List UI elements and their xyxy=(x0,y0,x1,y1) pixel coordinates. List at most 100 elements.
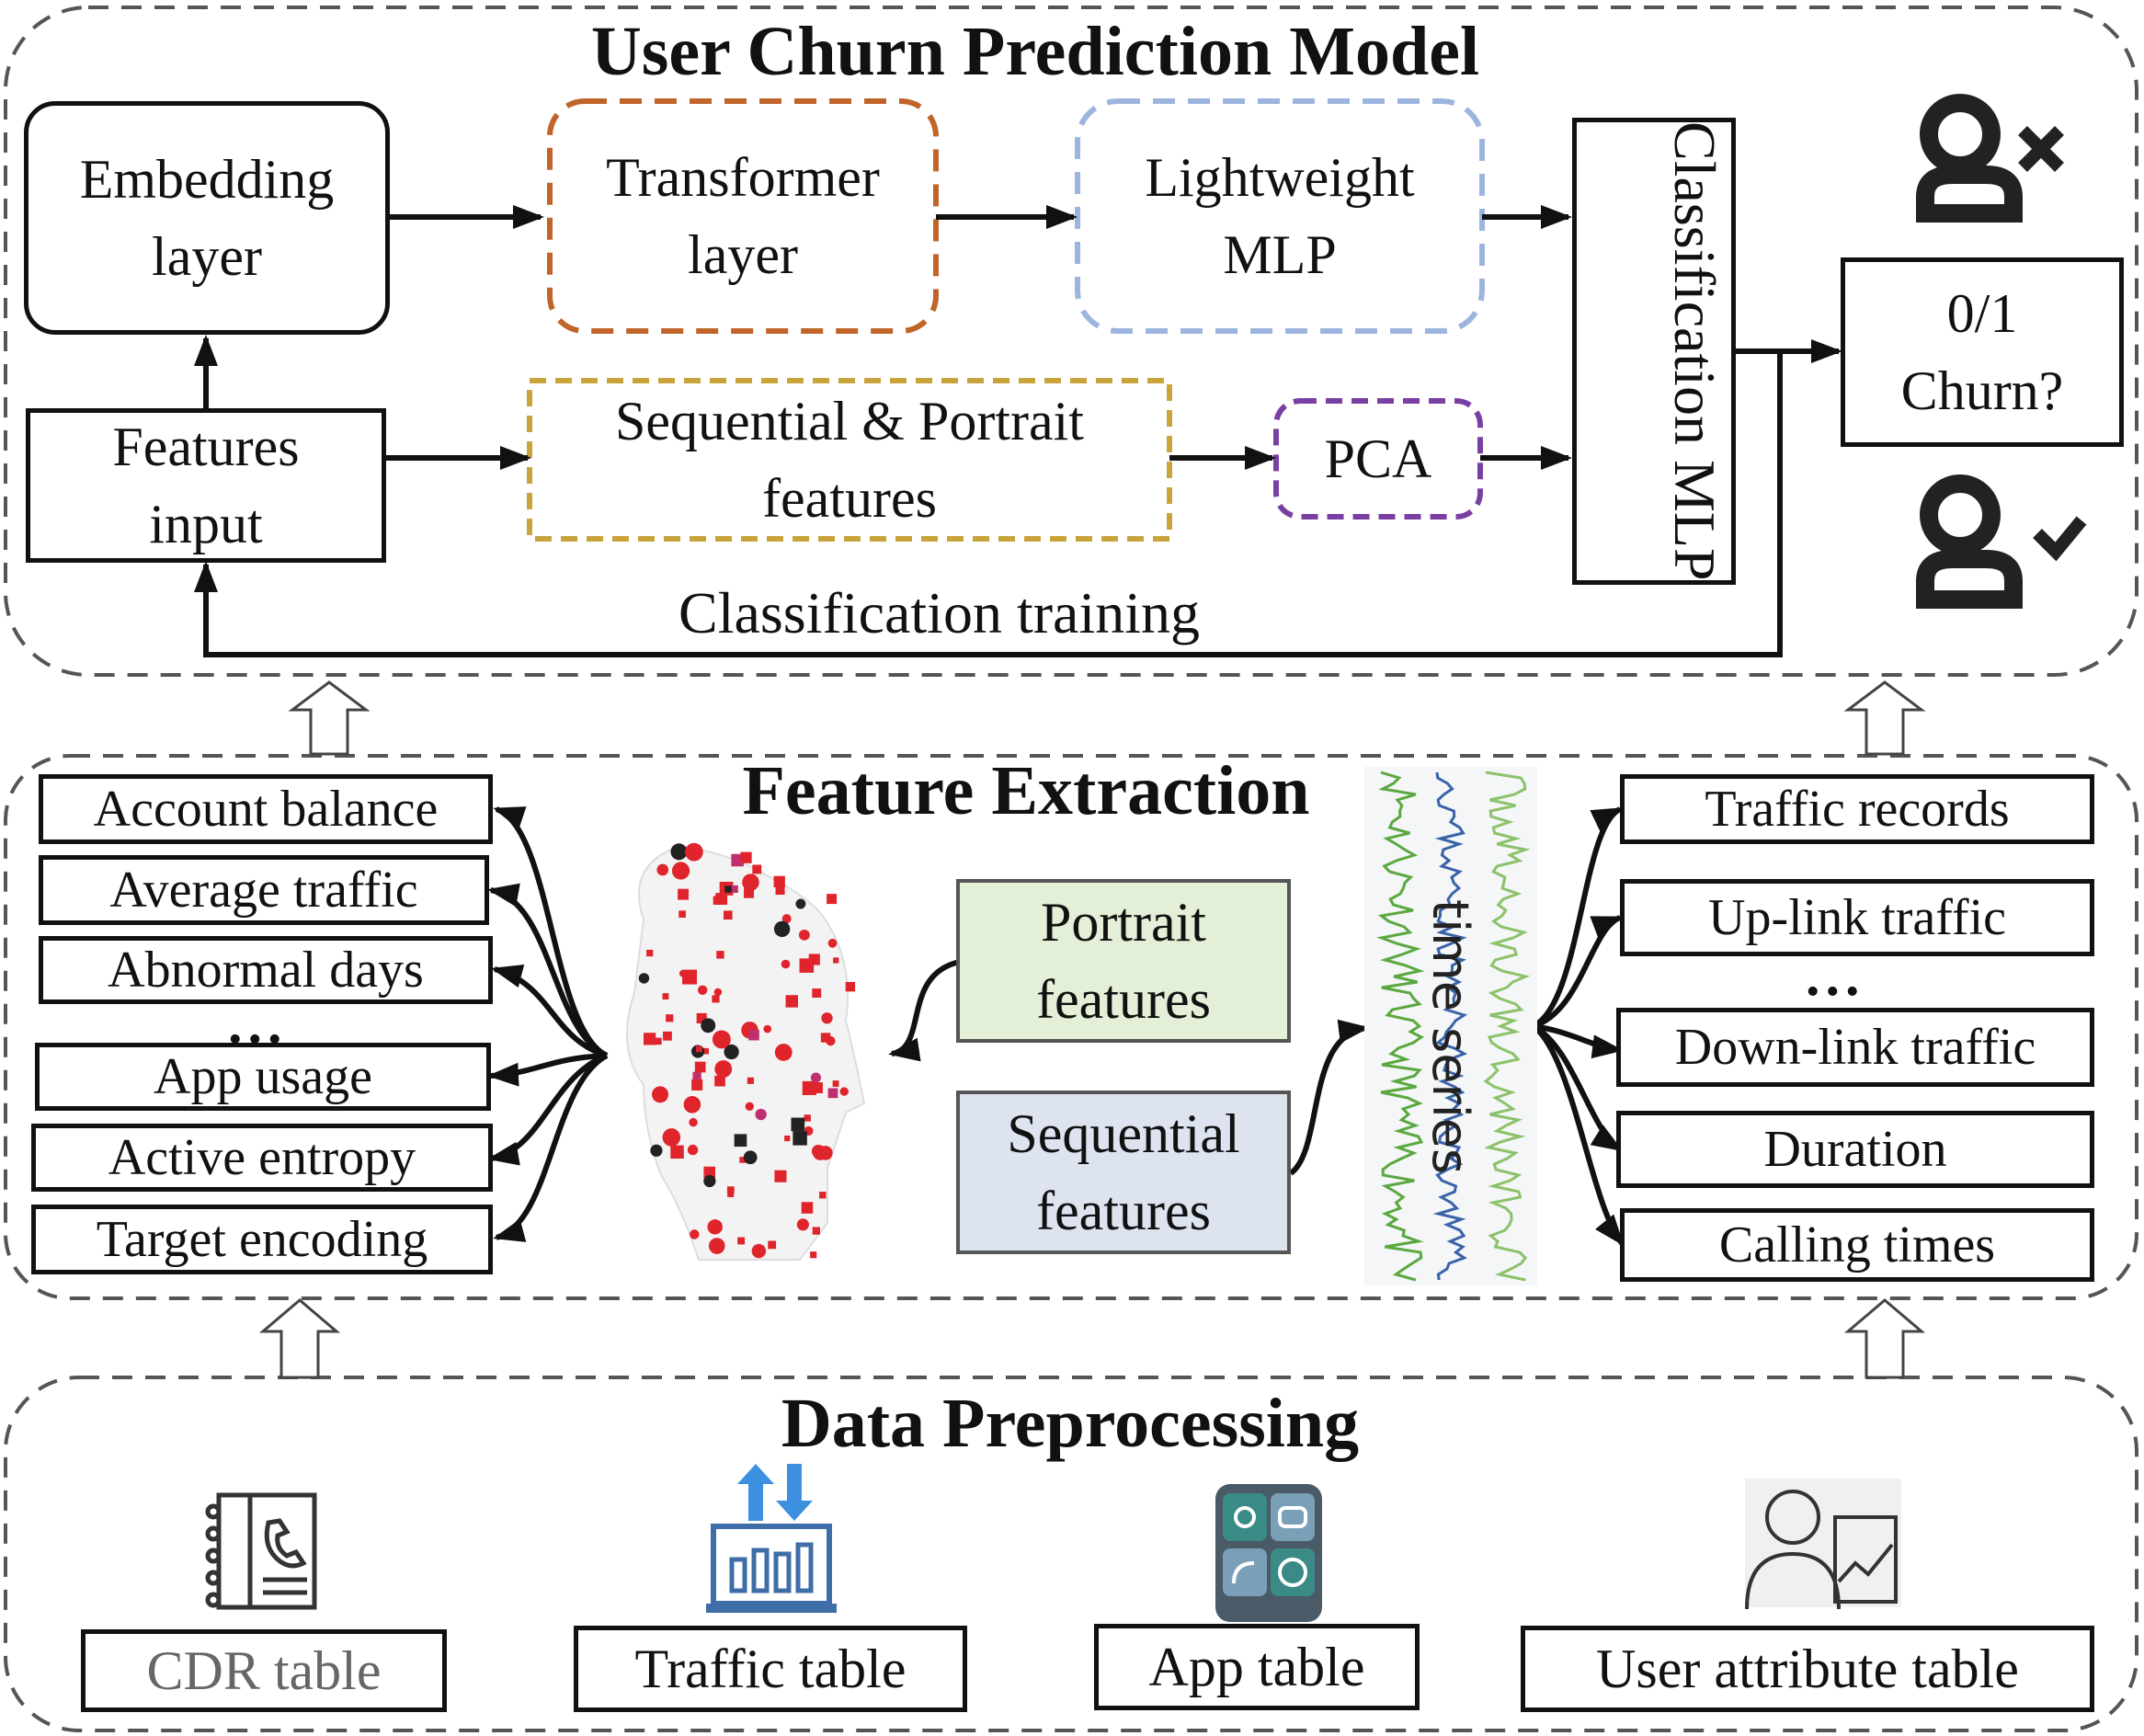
head-icon-glyph xyxy=(712,1030,731,1049)
traffic-table-label: Traffic table xyxy=(634,1639,907,1699)
head-icon-glyph xyxy=(827,894,838,905)
head-icon-glyph xyxy=(727,1191,735,1197)
fan-arrow-r5 xyxy=(1532,1023,1625,1247)
fan-arrow-5 xyxy=(487,1053,609,1166)
embedding-layer-box: Embedding layer xyxy=(24,101,390,335)
extraction-section xyxy=(4,754,2138,1300)
head-icon-glyph xyxy=(662,993,669,999)
seq-portrait-box-border xyxy=(527,378,1172,542)
head-icon-glyph xyxy=(694,1061,706,1073)
head-icon-glyph xyxy=(655,1037,662,1045)
classification-mlp-box: Classification MLP xyxy=(1572,118,1736,585)
head-icon-glyph xyxy=(713,988,723,997)
sequential-ellipsis: ... xyxy=(1806,945,1865,1008)
portrait-feature-item: App usage xyxy=(35,1043,491,1111)
classification-training-label: Classification training xyxy=(679,580,1200,645)
head-icon-glyph xyxy=(652,1086,669,1103)
head-icon-glyph xyxy=(820,1033,831,1043)
hollow-arrow-up-right-2 xyxy=(1843,1298,1926,1379)
head-icon-glyph xyxy=(812,1227,820,1235)
head-icon-glyph xyxy=(670,1145,684,1159)
portrait-ellipsis: ... xyxy=(228,993,288,1056)
sequential-feature-label: Down-link traffic xyxy=(1674,1019,2036,1076)
head-icon-glyph xyxy=(663,1031,672,1041)
head-icon-glyph xyxy=(845,981,856,992)
portrait-feature-label: Average traffic xyxy=(109,862,418,919)
head-icon-glyph xyxy=(768,1240,777,1250)
head-icon-glyph xyxy=(646,949,654,957)
fan-arrow-1 xyxy=(493,806,609,1058)
head-icon-glyph xyxy=(812,1082,823,1093)
head-icon-glyph xyxy=(810,1251,817,1259)
head-icon-glyph xyxy=(798,929,810,941)
head-icon-glyph xyxy=(734,1134,747,1148)
cdr-table-label: CDR table xyxy=(146,1640,382,1701)
features-input-label: Features input xyxy=(112,417,300,554)
head-icon-glyph xyxy=(714,1060,733,1078)
model-section-title: User Churn Prediction Model xyxy=(590,13,1480,90)
head-icon-glyph xyxy=(644,1033,656,1045)
app-table-box: App table xyxy=(1094,1624,1420,1710)
head-icon-glyph xyxy=(691,1079,703,1091)
churn-output-label: 0/1 Churn? xyxy=(1900,283,2064,421)
arrow-portrait-to-head xyxy=(888,959,961,1062)
fan-arrow-6 xyxy=(493,1053,609,1242)
pca-box-border xyxy=(1273,398,1483,520)
training-feedback-loop xyxy=(194,351,1783,657)
seq-portrait-features-box: Sequential & Portrait features xyxy=(535,386,1164,533)
head-icon-glyph xyxy=(755,1108,767,1121)
head-icon-glyph xyxy=(784,1135,791,1142)
hollow-arrow-up-right-1 xyxy=(1843,680,1926,756)
head-icon-glyph xyxy=(773,920,791,938)
head-icon-glyph xyxy=(743,1150,758,1165)
sequential-feature-item: Calling times xyxy=(1620,1208,2094,1282)
head-icon-glyph xyxy=(839,1087,849,1096)
fan-arrow-4 xyxy=(487,1053,608,1087)
sequential-feature-label: Up-link traffic xyxy=(1708,889,2006,946)
sequential-feature-label: Calling times xyxy=(1718,1216,1996,1273)
user-attribute-table-label: User attribute table xyxy=(1596,1639,2019,1699)
cdr-phonebook-icon xyxy=(205,1492,317,1610)
head-icon-glyph xyxy=(726,1186,735,1194)
head-icon-glyph xyxy=(638,973,650,984)
head-icon-glyph xyxy=(781,959,791,969)
transformer-layer-box: Transformer layer xyxy=(555,107,930,326)
app-table-label: App table xyxy=(1148,1637,1365,1697)
head-icon-glyph xyxy=(670,843,688,861)
head-icon-glyph xyxy=(690,1229,700,1239)
head-icon-glyph xyxy=(783,1049,790,1056)
head-icon-glyph xyxy=(737,1237,746,1245)
user-churn-icon xyxy=(1916,94,2064,223)
head-icon-glyph xyxy=(703,1174,716,1188)
head-icon-glyph xyxy=(724,1044,739,1060)
portrait-feature-item: Target encoding xyxy=(31,1205,493,1274)
head-icon-glyph xyxy=(706,1170,713,1178)
head-icon-glyph xyxy=(708,1238,725,1254)
fan-arrow-2 xyxy=(487,883,609,1058)
head-icon-glyph xyxy=(650,1144,663,1157)
traffic-table-box: Traffic table xyxy=(574,1626,967,1712)
sequential-feature-item: Down-link traffic xyxy=(1616,1008,2094,1087)
head-icon-glyph xyxy=(810,1072,822,1083)
churn-output-box: 0/1 Churn? xyxy=(1841,257,2124,447)
app-grid-icon xyxy=(1215,1484,1322,1622)
arrow-sequential-to-series xyxy=(1289,1019,1370,1176)
head-icon-glyph xyxy=(740,851,752,863)
sequential-features-box: Sequential features xyxy=(956,1091,1291,1254)
embedding-layer-label: Embedding layer xyxy=(79,149,335,287)
lightweight-mlp-label: Lightweight MLP xyxy=(1145,147,1415,285)
user-retained-icon xyxy=(1916,474,2087,609)
extraction-section-title: Feature Extraction xyxy=(742,752,1310,829)
head-icon-glyph xyxy=(819,1192,827,1199)
head-icon-glyph xyxy=(773,875,785,887)
user-attribute-icon xyxy=(1745,1479,1901,1610)
time-series-plot xyxy=(1364,767,1537,1285)
head-icon-glyph xyxy=(679,910,686,919)
head-icon-glyph xyxy=(774,1170,787,1182)
head-icon-glyph xyxy=(813,1145,828,1160)
head-icon-glyph xyxy=(679,865,686,873)
transformer-box-border xyxy=(547,98,939,334)
head-icon-glyph xyxy=(804,1114,811,1122)
head-icon-glyph xyxy=(701,1018,716,1034)
